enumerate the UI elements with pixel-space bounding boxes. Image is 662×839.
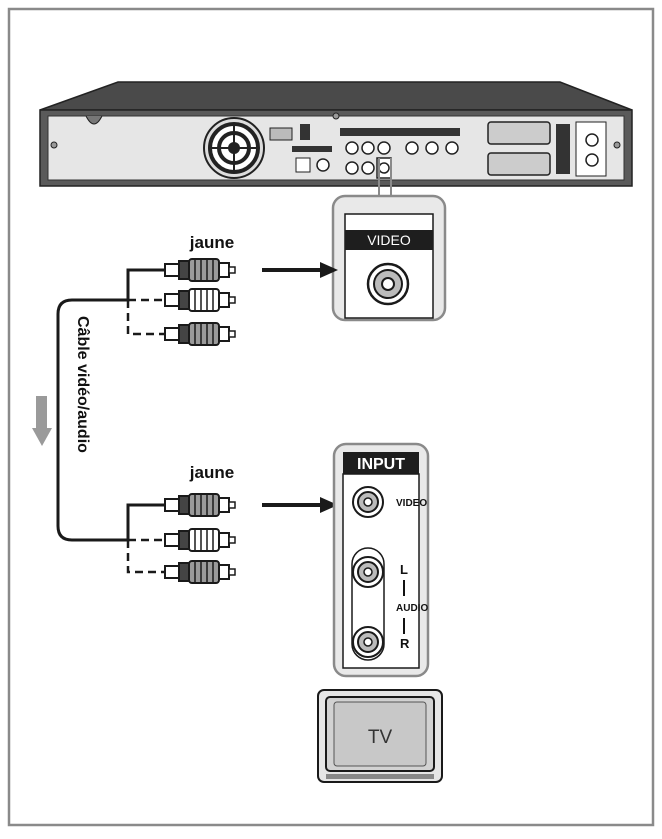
yellow-label-bottom: jaune (189, 463, 234, 482)
fan-icon (203, 117, 265, 179)
av-cable: jaune jaune Câble vidéo/audio (56, 233, 236, 584)
audio-left-jack (352, 556, 384, 588)
input-header: INPUT (357, 456, 405, 473)
recorder-video-zoom-panel: VIDEO (331, 194, 447, 322)
audio-label: AUDIO (396, 603, 428, 614)
video-port-label: VIDEO (367, 232, 411, 248)
tv-set: TV (317, 689, 443, 783)
recorder-rear-panel (39, 81, 633, 187)
audio-right-label: R (400, 636, 410, 651)
audio-left-label: L (400, 562, 408, 577)
connect-arrow-top-icon (262, 262, 338, 278)
audio-right-jack (352, 626, 384, 658)
connect-arrow-bottom-icon (262, 497, 338, 513)
tv-input-panel: INPUT VIDEO L AUDIO R (332, 442, 430, 678)
cable-label: Câble vidéo/audio (74, 316, 91, 453)
video-input-jack (352, 486, 384, 518)
direction-arrow-icon (32, 396, 52, 446)
video-input-label: VIDEO (396, 498, 427, 509)
yellow-label-top: jaune (189, 233, 234, 252)
tv-label: TV (368, 727, 393, 748)
